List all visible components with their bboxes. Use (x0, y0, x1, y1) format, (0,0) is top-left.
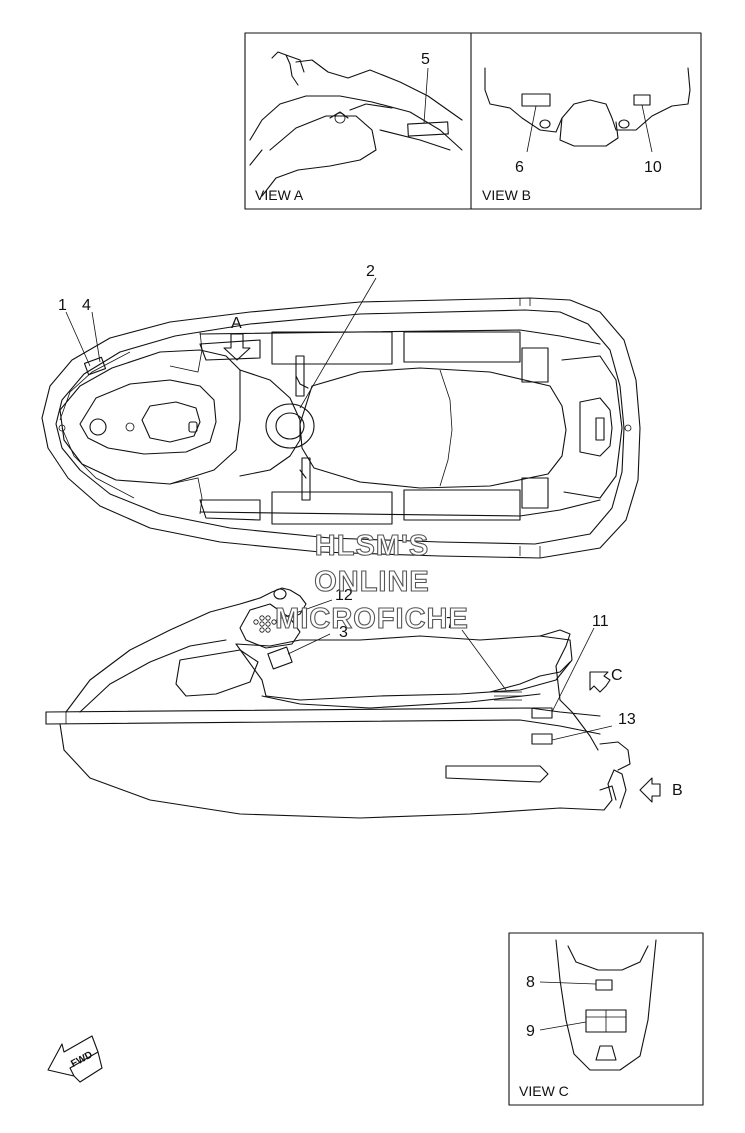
callout-13: 13 (618, 711, 636, 728)
top-view-drawing (41, 277, 641, 559)
callout-2: 2 (366, 263, 375, 280)
view-b-arrow-icon (639, 777, 661, 803)
watermark-line-3: MICROFICHE (275, 603, 469, 635)
callout-10: 10 (644, 159, 662, 176)
callout-7: 7 (446, 615, 455, 632)
callout-12: 12 (335, 587, 353, 604)
callout-1: 1 (58, 297, 67, 314)
label-1-sticker (83, 356, 107, 376)
view-a-b-panel: VIEW A 5 VIEW B 6 10 (244, 32, 702, 210)
fwd-label: FWD (69, 1049, 94, 1069)
label-6-sticker (521, 93, 551, 107)
view-b-caption: VIEW B (482, 187, 531, 203)
view-a-caption: VIEW A (255, 187, 304, 203)
callout-6: 6 (515, 159, 524, 176)
view-c-caption: VIEW C (519, 1083, 569, 1099)
callout-4: 4 (82, 297, 91, 314)
arrow-a-label: A (231, 315, 242, 332)
view-a-drawing (249, 51, 463, 197)
callout-11: 11 (592, 613, 609, 630)
fwd-badge: FWD (47, 1035, 103, 1083)
label-13-sticker (531, 733, 553, 745)
watermark: HLSM'S ONLINE MICROFICHE (275, 529, 469, 635)
watermark-line-1: HLSM'S (315, 530, 429, 562)
label-12-sticker (253, 615, 277, 633)
side-view-drawing (45, 587, 661, 819)
label-10-sticker (633, 94, 651, 106)
callout-8: 8 (526, 974, 535, 991)
label-5-sticker (407, 121, 449, 137)
label-8-sticker (595, 979, 613, 991)
callout-3: 3 (339, 624, 348, 641)
view-b-drawing (484, 67, 691, 153)
label-11-sticker (531, 707, 553, 719)
view-a-arrow-icon (223, 333, 251, 361)
callout-5: 5 (421, 51, 430, 68)
label-3-sticker (267, 646, 293, 670)
view-c-panel (508, 932, 704, 1106)
watermark-line-2: ONLINE (314, 566, 430, 598)
arrow-b-label: B (672, 782, 683, 799)
callout-9: 9 (526, 1023, 535, 1040)
label-7-sticker (494, 691, 522, 701)
view-c-arrow-icon (589, 671, 611, 693)
label-9-sticker (585, 1009, 627, 1033)
arrow-c-label: C (611, 667, 623, 684)
